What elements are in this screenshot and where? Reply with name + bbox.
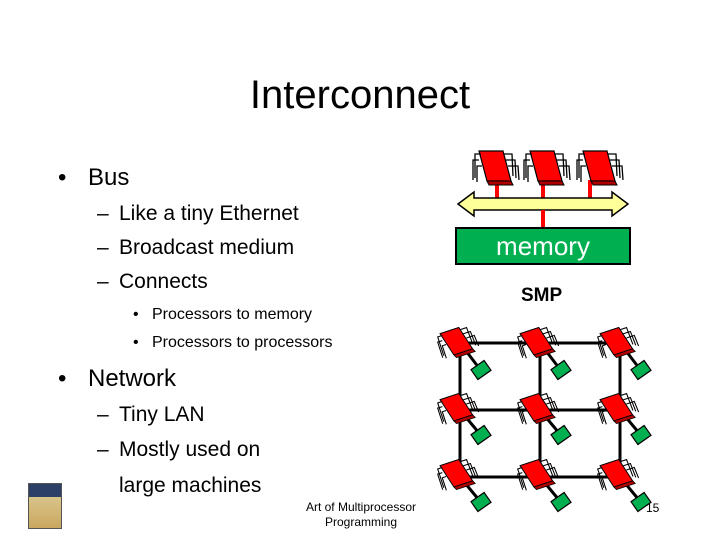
sub-sub-bullet-text: Processors to memory (152, 306, 313, 323)
dash-glyph: – (97, 236, 109, 259)
bus-arrow (456, 190, 630, 218)
sub-bullet-text: Tiny LAN (119, 403, 205, 426)
footer-line: Art of Multiprocessor (305, 500, 417, 514)
sub-bullet-text: Like a tiny Ethernet (119, 202, 299, 225)
page-number: 15 (646, 501, 660, 515)
bullet-glyph: • (133, 334, 139, 351)
footer-line: Programming (324, 515, 398, 529)
sub-bullet-text: Connects (119, 270, 208, 293)
memory-box: memory (455, 227, 631, 265)
processor-icon (514, 454, 561, 495)
bullet-network-text: Network (88, 365, 177, 392)
processor-icon (434, 454, 481, 495)
sub-bullet-text: Mostly used on (119, 438, 261, 461)
memory-label: memory (496, 231, 590, 261)
sub-sub-bullet-text: Processors to processors (152, 334, 333, 351)
dash-glyph: – (97, 438, 109, 461)
processor-icon (472, 150, 520, 186)
processor-icon (576, 150, 624, 186)
dash-glyph: – (97, 202, 109, 225)
book-cover-thumbnail (28, 483, 62, 529)
dash-glyph: – (97, 270, 109, 293)
slide-title: Interconnect (249, 73, 471, 117)
sub-bullet-text: Broadcast medium (119, 236, 295, 259)
bullet-bus-text: Bus (88, 164, 130, 191)
dash-glyph: – (97, 403, 109, 426)
bullet-glyph: • (58, 164, 67, 191)
bullet-glyph: • (133, 306, 139, 323)
smp-caption: SMP (521, 285, 563, 306)
processor-icon (523, 150, 571, 186)
bullet-glyph: • (58, 365, 67, 392)
processor-icon (594, 454, 641, 495)
sub-bullet-text: large machines (119, 474, 262, 497)
footer-text: Art of Multiprocessor Programming (296, 500, 426, 530)
